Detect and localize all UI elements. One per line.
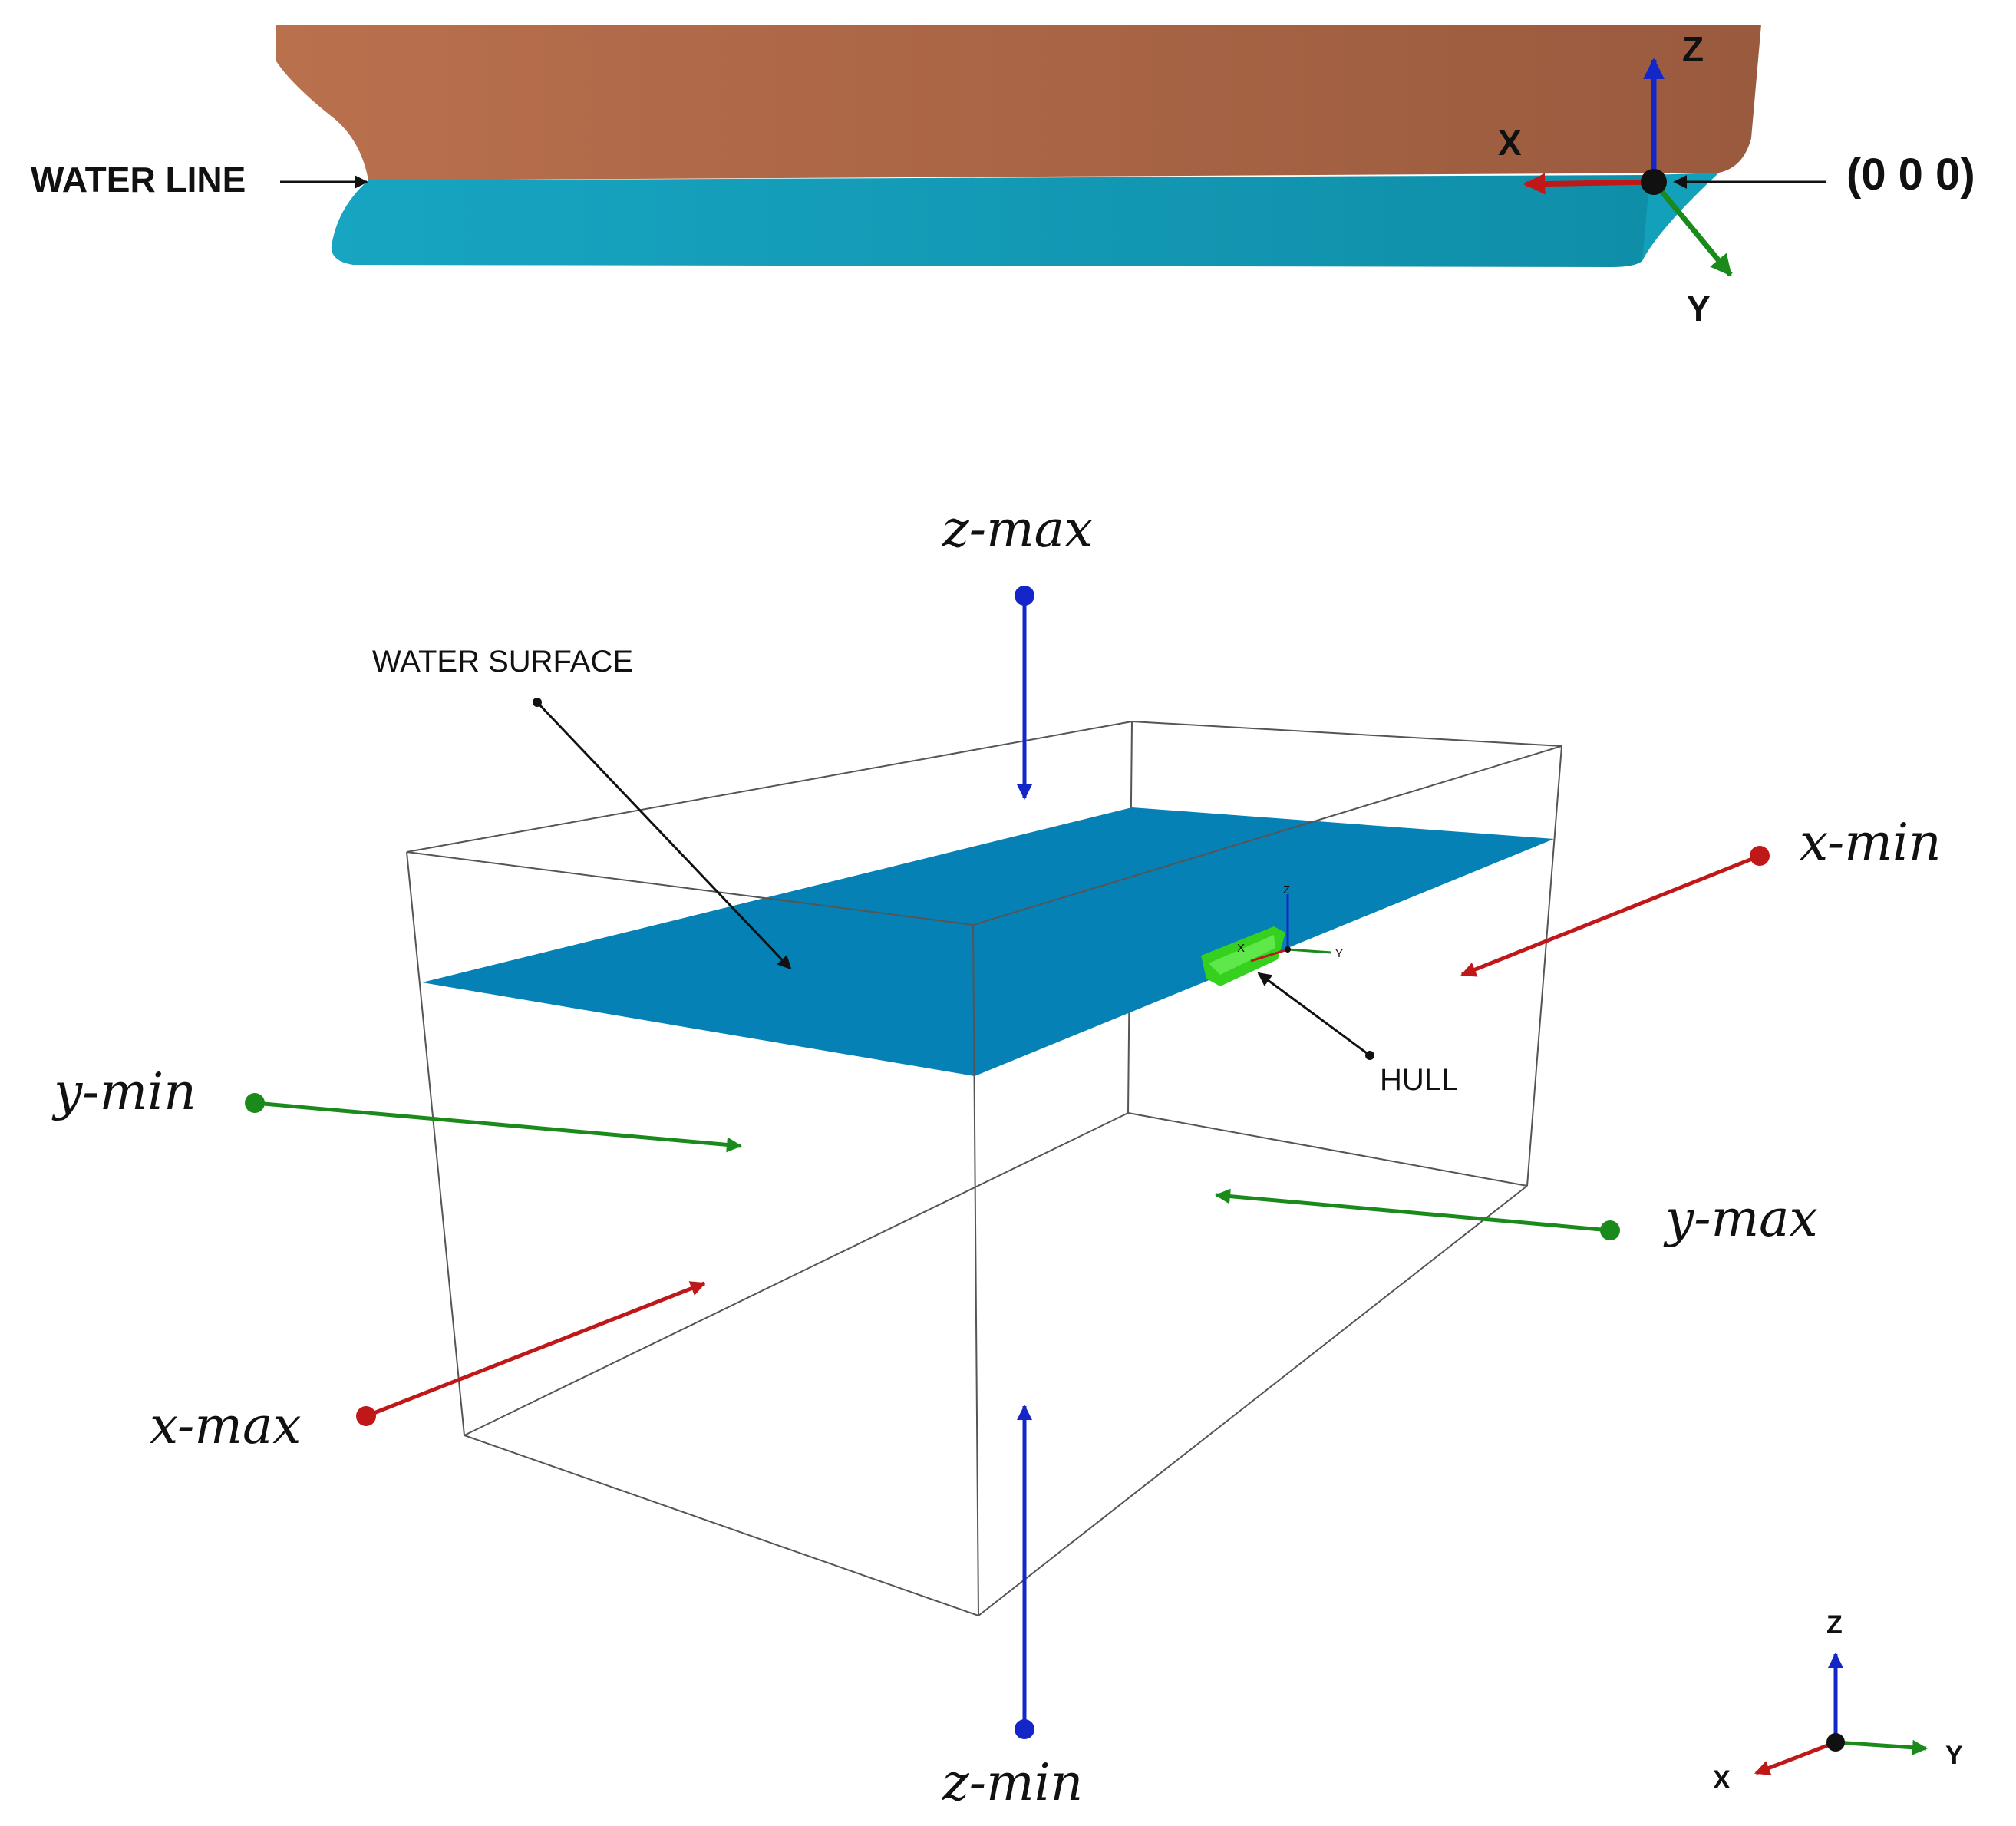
triad-x-arrow: [1754, 1740, 1836, 1775]
x-max-label: x-max: [150, 1396, 302, 1455]
hull-label: HULL: [1380, 1063, 1458, 1097]
water-surface-pointer: [536, 701, 792, 970]
hull-side-view: [276, 25, 1761, 267]
domain-box-front-edges: [406, 745, 1562, 1616]
hull-mini-y-axis: [1287, 948, 1332, 954]
water-surface-label: WATER SURFACE: [372, 645, 633, 679]
axis-y-label: Y: [1687, 289, 1711, 329]
water-surface-plane: [422, 807, 1554, 1076]
water-line-label: WATER LINE: [31, 160, 246, 200]
corner-axis-triad: Z X Y: [1713, 1610, 1963, 1795]
axis-x-label: X: [1498, 123, 1522, 163]
boundary-x-max: x-max: [150, 1281, 706, 1455]
hull-submerged-part: [331, 175, 1654, 267]
origin-label: (0 0 0): [1846, 150, 1975, 200]
hull-mini-z-label: Z: [1283, 883, 1290, 896]
axis-z-label: Z: [1682, 29, 1704, 69]
x-axis-arrow: [1523, 173, 1655, 195]
triad-x-label: X: [1713, 1765, 1731, 1795]
triad-y-arrow: [1835, 1739, 1928, 1755]
boundary-x-min: x-min: [1460, 813, 1942, 977]
y-max-label: y-max: [1663, 1189, 1818, 1248]
computational-domain: Z X Y: [406, 721, 1562, 1616]
y-axis-arrow: [1651, 180, 1733, 277]
x-min-label: x-min: [1800, 813, 1942, 872]
hull-upper-part: [276, 25, 1761, 180]
triad-y-label: Y: [1945, 1741, 1963, 1770]
hull-pointer: [1257, 972, 1371, 1057]
y-min-label: y-min: [51, 1062, 196, 1121]
boundary-z-min: z-min: [942, 1405, 1083, 1812]
boundary-z-max: z-max: [942, 500, 1093, 800]
boundary-y-min: y-min: [51, 1062, 742, 1153]
hull-mini-y-label: Y: [1335, 947, 1343, 960]
origin-point: [1641, 169, 1667, 195]
origin-axes: Z X Y (0 0 0): [1498, 29, 1975, 329]
hull-in-domain: Z X Y: [1201, 883, 1343, 986]
hull-mini-x-label: X: [1237, 942, 1245, 955]
domain-box-back-edges: [406, 721, 1562, 1436]
z-max-label: z-max: [942, 500, 1093, 559]
z-min-label: z-min: [942, 1753, 1083, 1812]
triad-z-label: Z: [1826, 1610, 1843, 1639]
hull-mini-x-axis: [1250, 948, 1288, 963]
boundary-y-max: y-max: [1215, 1188, 1818, 1248]
